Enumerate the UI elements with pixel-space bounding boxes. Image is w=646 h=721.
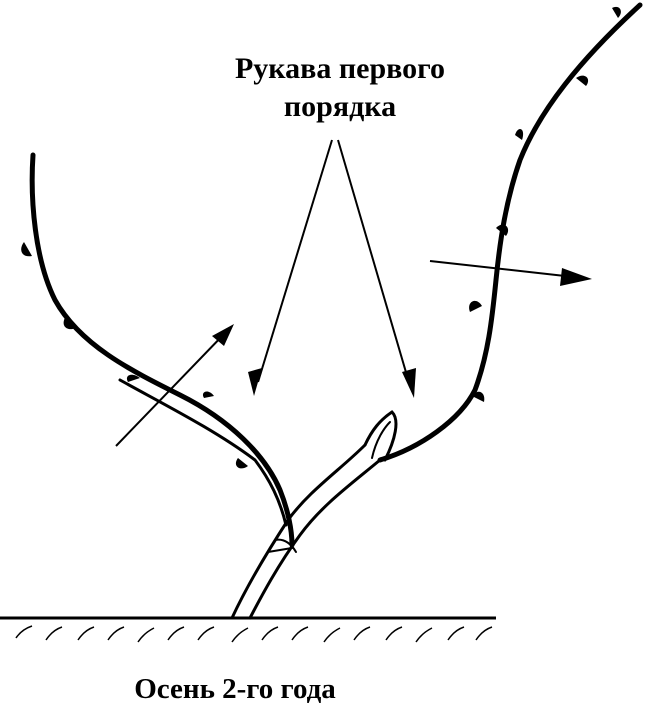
growth-arrows [115, 260, 575, 447]
left-arm-buds [21, 242, 248, 469]
right-arm-buds [469, 6, 621, 402]
callout-arrows [257, 139, 411, 387]
growth-arrowheads [212, 268, 592, 346]
callout-label: Рукава первого порядка [205, 50, 475, 126]
ground-hatching [15, 625, 493, 643]
trunk [230, 443, 382, 620]
figure-caption: Осень 2-го года [134, 673, 336, 705]
callout-arrowheads [248, 368, 416, 398]
right-arm [363, 2, 643, 463]
left-arm [29, 152, 295, 548]
callout-line-1: Рукава первого [234, 52, 445, 85]
callout-line-2: порядка [283, 90, 397, 123]
